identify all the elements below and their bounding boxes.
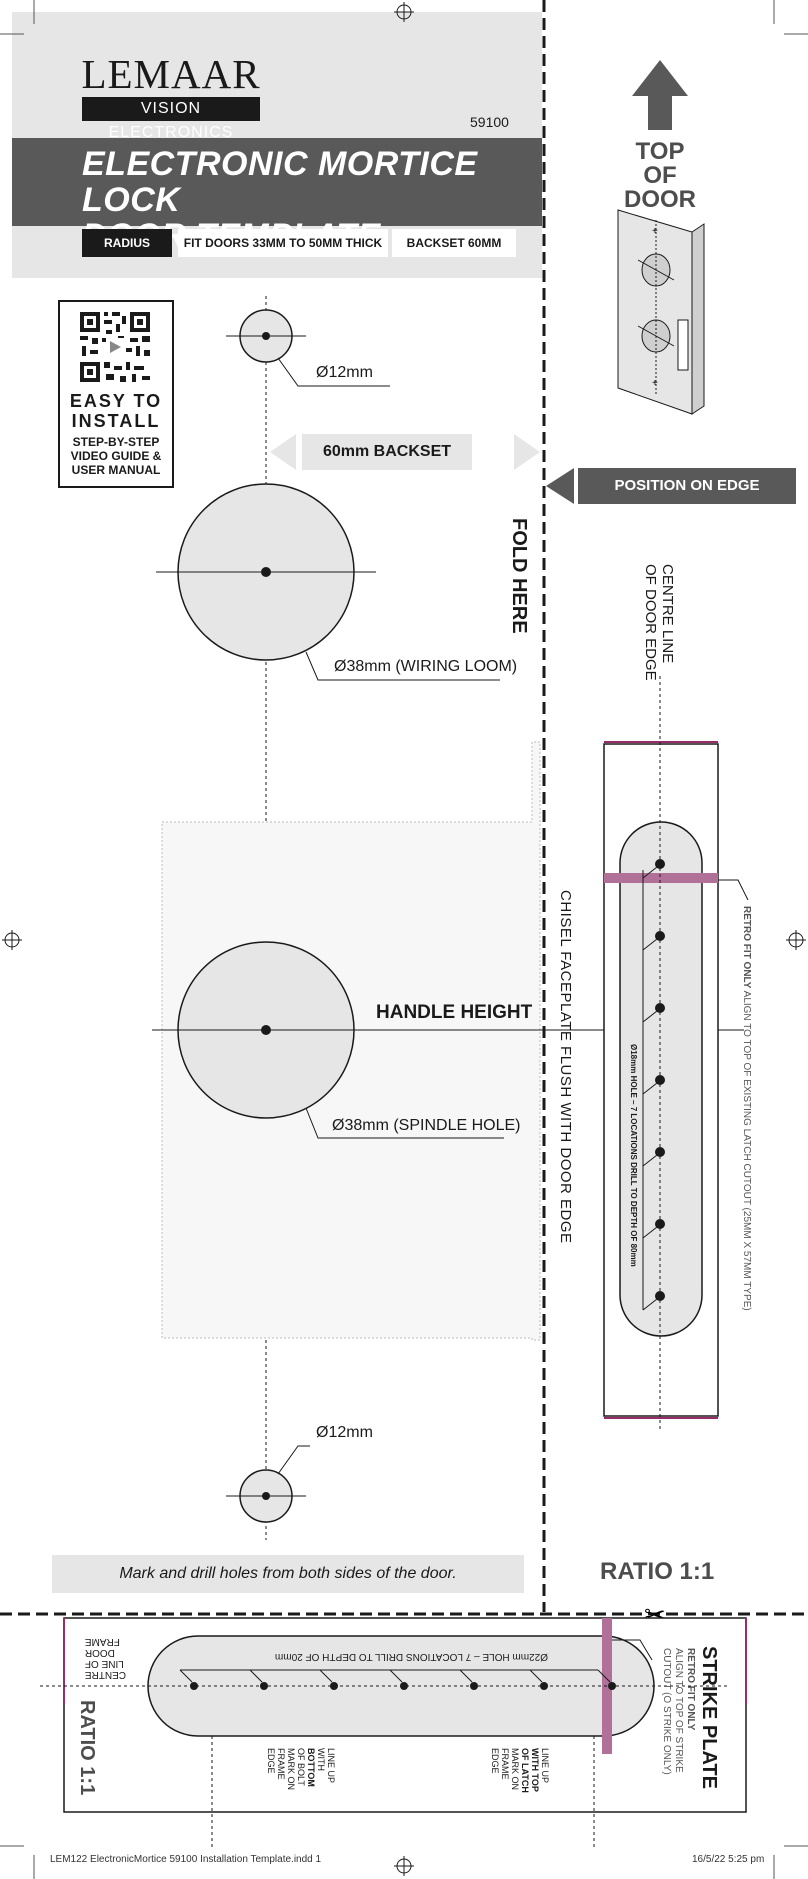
lineup-b-4: OF BOLT xyxy=(296,1748,306,1786)
strike-centre-4: FRAME xyxy=(84,1636,120,1647)
lineup-t-4: MARK ON xyxy=(510,1748,520,1791)
label-fold-here: FOLD HERE xyxy=(508,518,530,634)
svg-text:+: + xyxy=(652,226,658,237)
lineup-b-5: MARK ON xyxy=(286,1748,296,1791)
retro-bold: RETRO FIT ONLY xyxy=(741,906,752,989)
retro-rest: ALIGN TO TOP OF EXISTING LATCH CUTOUT (2… xyxy=(741,988,752,1311)
label-handle-height: HANDLE HEIGHT xyxy=(376,1002,533,1023)
top-label-line-2: OF DOOR xyxy=(624,162,696,213)
brand-logo: LEMAAR xyxy=(81,51,261,97)
label-hole-bottom: Ø12mm xyxy=(316,1424,373,1441)
qr-install: INSTALL xyxy=(71,411,161,431)
lineup-t-5: FRAME xyxy=(500,1748,510,1780)
lineup-b-6: FRAME xyxy=(276,1748,286,1780)
centre-line-1: CENTRE LINE xyxy=(659,564,676,664)
label-retro-fit: RETRO FIT ONLY ALIGN TO TOP OF EXISTING … xyxy=(741,906,752,1311)
footer-date: 16/5/22 5:25 pm xyxy=(692,1854,765,1865)
model-number: 59100 xyxy=(470,114,509,130)
qr-easy: EASY TO xyxy=(69,391,163,411)
ratio-label-top: RATIO 1:1 xyxy=(600,1558,715,1585)
pill-radius: RADIUS xyxy=(82,229,172,257)
brand-subtitle: VISION ELECTRONICS xyxy=(82,97,260,141)
label-position-edge: POSITION ON EDGE xyxy=(614,477,760,494)
backset-arrow-left xyxy=(270,434,296,470)
top-label-line-1: TOP xyxy=(635,138,685,165)
title-bar xyxy=(12,138,542,226)
top-of-door-label: TOP OF DOOR xyxy=(605,140,715,212)
backset-arrow-right xyxy=(514,434,540,470)
door-edge-illustration: ++ xyxy=(617,209,705,415)
strike-centre-2: LINE OF xyxy=(84,1658,124,1669)
qr-code-icon xyxy=(78,310,152,384)
up-arrow-icon xyxy=(632,60,688,130)
strike-hole22: Ø22mm HOLE – 7 LOCATIONS DRILL TO DEPTH … xyxy=(274,1651,548,1662)
qr-video: VIDEO GUIDE & xyxy=(70,449,162,463)
lineup-b-1: LINE UP xyxy=(326,1748,336,1784)
label-backset: 60mm BACKSET xyxy=(322,443,452,460)
strike-ratio: RATIO 1:1 xyxy=(76,1700,98,1796)
strike-centre-3: DOOR xyxy=(84,1647,115,1658)
label-hole18: Ø18mm HOLE – 7 LOCATIONS DRILL TO DEPTH … xyxy=(629,1044,638,1267)
strike-title: STRIKE PLATE xyxy=(698,1646,720,1789)
strike-lineup-top: LINE UP WITH TOP OF LATCH MARK ON FRAME … xyxy=(490,1748,550,1793)
lineup-b-3: BOTTOM xyxy=(306,1748,316,1787)
lineup-b-2: WITH xyxy=(316,1748,326,1771)
strike-lineup-bottom: LINE UP WITH BOTTOM OF BOLT MARK ON FRAM… xyxy=(266,1748,336,1790)
label-hole-top: Ø12mm xyxy=(316,364,373,381)
lineup-t-2: WITH TOP xyxy=(530,1748,540,1792)
qr-step: STEP-BY-STEP xyxy=(72,435,160,449)
strike-centre-1: CENTRE xyxy=(84,1669,126,1680)
label-spindle: Ø38mm (SPINDLE HOLE) xyxy=(332,1117,521,1134)
label-wiring-loom: Ø38mm (WIRING LOOM) xyxy=(334,658,518,675)
strike-align-2: CUTOUT (O STRIKE ONLY) xyxy=(661,1648,672,1775)
instruction-banner: Mark and drill holes from both sides of … xyxy=(52,1555,524,1593)
strike-retro: RETRO FIT ONLY xyxy=(685,1648,696,1731)
strike-centre-line: CENTRE LINE OF DOOR FRAME xyxy=(85,1636,126,1680)
lineup-b-7: EDGE xyxy=(266,1748,276,1774)
label-centre-line: CENTRE LINE OF DOOR EDGE xyxy=(642,564,676,681)
title-line-1: ELECTRONIC MORTICE LOCK xyxy=(82,145,478,219)
position-arrow xyxy=(546,468,574,504)
lineup-t-3: OF LATCH xyxy=(520,1748,530,1793)
strike-align-1: ALIGN TO TOP OF STRIKE xyxy=(673,1648,684,1773)
label-chisel: CHISEL FACEPLATE FLUSH WITH DOOR EDGE xyxy=(557,890,574,1244)
lineup-t-1: LINE UP xyxy=(540,1748,550,1784)
pill-door-thickness: FIT DOORS 33MM TO 50MM THICK xyxy=(178,229,388,257)
qr-manual: USER MANUAL xyxy=(71,463,161,477)
retro-fit-bar xyxy=(604,873,718,883)
drill-points xyxy=(655,859,665,1301)
centre-line-2: OF DOOR EDGE xyxy=(642,564,659,681)
pill-backset: BACKSET 60MM xyxy=(392,229,516,257)
lineup-t-6: EDGE xyxy=(490,1748,500,1774)
strike-drill-points xyxy=(190,1682,616,1690)
svg-text:+: + xyxy=(652,378,658,389)
strike-retro-text: RETRO FIT ONLY ALIGN TO TOP OF STRIKE CU… xyxy=(660,1648,696,1775)
footer-filename: LEM122 ElectronicMortice 59100 Installat… xyxy=(50,1854,322,1865)
